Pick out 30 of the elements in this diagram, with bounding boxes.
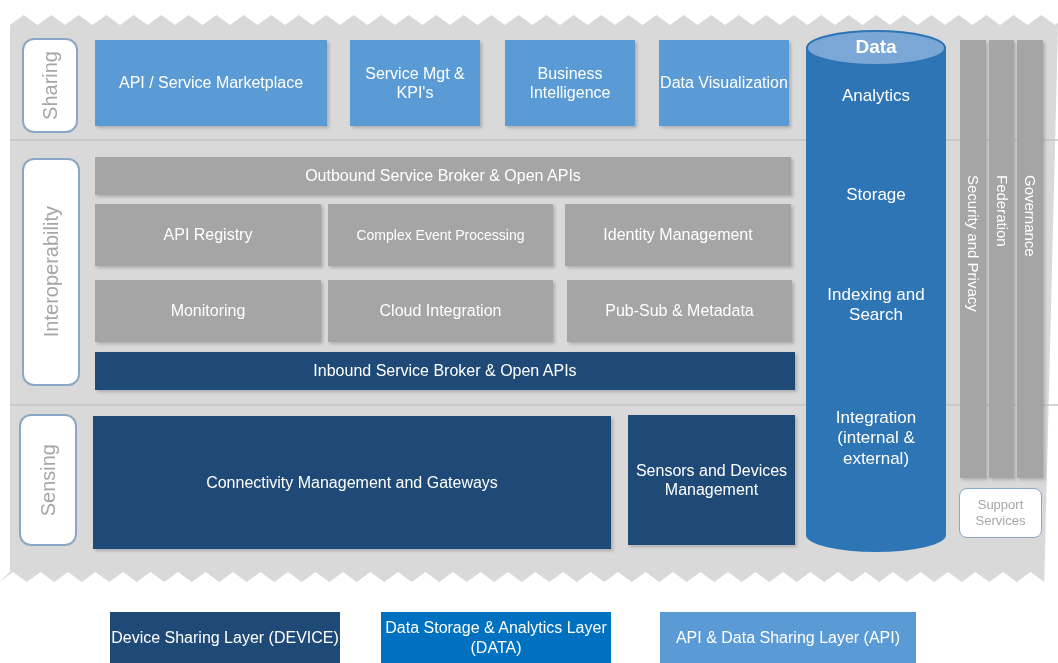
component-box: Monitoring xyxy=(95,280,321,342)
data-function-label: Storage xyxy=(845,185,907,206)
component-box: Identity Management xyxy=(565,204,791,266)
component-box: Connectivity Management and Gateways xyxy=(93,416,611,549)
component-box: Cloud Integration xyxy=(328,280,553,342)
component-box: Inbound Service Broker & Open APIs xyxy=(95,352,795,390)
component-box: Business Intelligence xyxy=(505,40,635,126)
component-box: Outbound Service Broker & Open APIs xyxy=(95,157,791,195)
legend-text: Data Storage & Analytics Layer (DATA) xyxy=(384,617,608,658)
component-box: API Registry xyxy=(95,204,321,266)
component-box: Data Visualization xyxy=(659,40,789,126)
component-box: Pub-Sub & Metadata xyxy=(567,280,792,342)
data-function-label: Indexing and Search xyxy=(826,285,926,326)
component-box: Complex Event Processing xyxy=(328,204,553,266)
service-bar: Governance xyxy=(1017,40,1043,478)
data-function-label: Integration (internal & external) xyxy=(834,408,918,470)
component-box: Service Mgt & KPI's xyxy=(350,40,480,126)
component-box: Sensors and Devices Management xyxy=(628,415,795,545)
layer-label: Sensing xyxy=(19,414,77,546)
cylinder-title: Data xyxy=(854,36,898,59)
layer-label: Interoperability xyxy=(22,158,80,386)
service-bar: Federation xyxy=(989,40,1014,478)
component-box: API / Service Marketplace xyxy=(95,40,327,126)
legend-text: API & Data Sharing Layer (API) xyxy=(675,627,901,648)
data-function-label: Analytics xyxy=(841,86,911,107)
support-label: Support Services xyxy=(959,488,1042,538)
layer-label: Sharing xyxy=(22,38,78,133)
data-cylinder xyxy=(806,30,946,552)
legend-text: Device Sharing Layer (DEVICE) xyxy=(111,627,339,648)
service-bar: Security and Privacy xyxy=(960,40,986,478)
